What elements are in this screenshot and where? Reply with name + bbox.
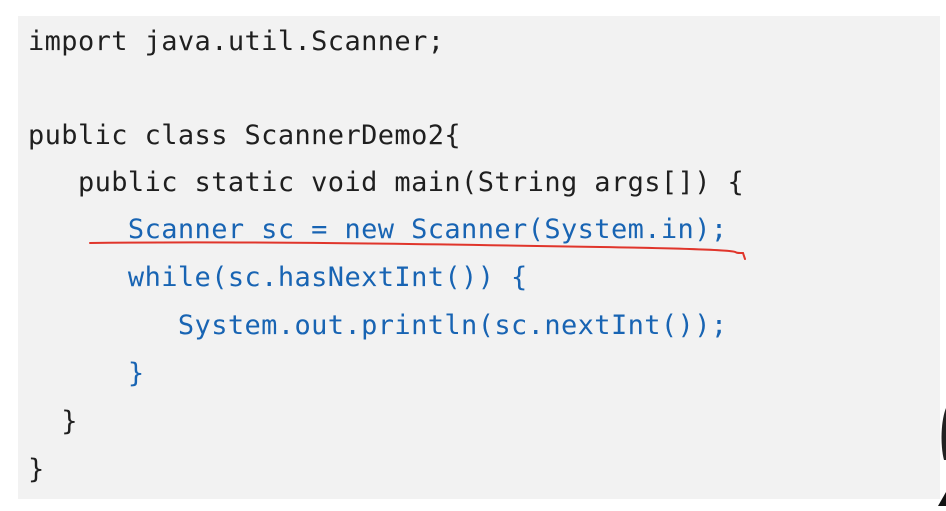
code-line-import: import java.util.Scanner;: [28, 26, 445, 57]
code-panel: import java.util.Scanner; public class S…: [18, 16, 940, 499]
code-line-while-loop: while(sc.hasNextInt()) {: [28, 262, 528, 293]
code-line-main-decl: public static void main(String args[]) {: [28, 167, 745, 198]
code-line-println: System.out.println(sc.nextInt());: [28, 310, 728, 341]
code-line-while-close: }: [28, 358, 145, 389]
code-line-scanner-init: Scanner sc = new Scanner(System.in);: [28, 214, 728, 245]
code-line-class-decl: public class ScannerDemo2{: [28, 120, 462, 151]
code-line-class-close: }: [28, 454, 45, 485]
edge-shadow-decoration: [938, 408, 946, 506]
code-line-main-close: }: [28, 406, 78, 437]
